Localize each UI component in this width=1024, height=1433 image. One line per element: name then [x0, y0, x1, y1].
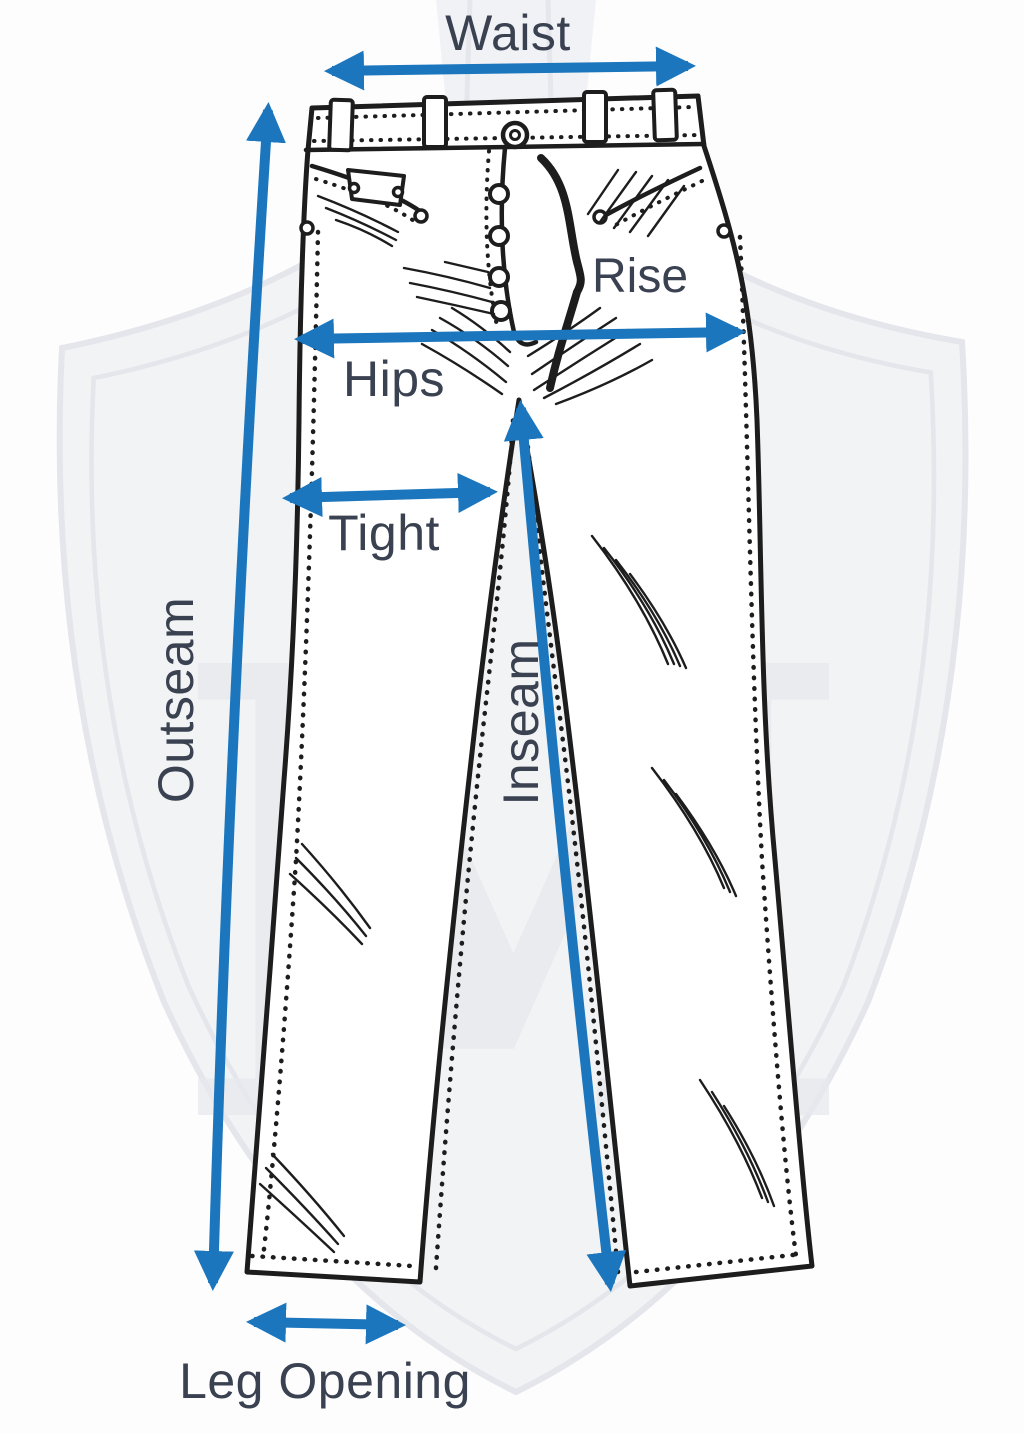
leg-opening-label: Leg Opening — [179, 1353, 471, 1409]
hatch-right-pocket — [586, 168, 686, 238]
fly-buttons — [488, 120, 530, 322]
right-pocket-stitch — [610, 179, 704, 229]
rivet — [391, 185, 405, 199]
rise-label: Rise — [592, 250, 688, 303]
belt-loop — [422, 95, 448, 149]
belt-loop — [651, 87, 679, 143]
waist-button-center — [509, 129, 521, 141]
inseam-label: Inseam — [493, 639, 549, 806]
tight-arrow — [282, 472, 498, 518]
leg-opening-arrow — [246, 1302, 406, 1345]
rivet — [299, 220, 315, 236]
waistband-stitch-top — [316, 105, 696, 120]
rivet — [413, 208, 429, 224]
hips-arrow — [294, 312, 746, 359]
rivet — [347, 181, 361, 195]
tight-label: Tight — [328, 505, 440, 561]
waist-label: Waist — [445, 5, 571, 61]
right-hem-stitch — [633, 1251, 805, 1275]
belt-loop — [327, 97, 355, 153]
rivet — [716, 223, 732, 239]
hatch-right-shin — [698, 1078, 776, 1208]
outseam-label: Outseam — [148, 597, 204, 803]
belt-loop — [582, 90, 608, 144]
button — [488, 183, 510, 205]
left-inseam-stitch — [433, 417, 516, 1271]
right-outseam-stitch — [737, 234, 799, 1259]
measurement-labels: Waist Rise Hips Tight Outseam Inseam Leg… — [148, 5, 688, 1409]
hatch-left-fly — [402, 260, 496, 316]
hatch-right-thigh — [590, 534, 688, 670]
hips-label: Hips — [343, 351, 445, 407]
hatch-right-calf — [650, 766, 738, 898]
button — [488, 225, 510, 247]
measurement-arrows — [193, 46, 746, 1345]
outseam-arrow — [193, 102, 286, 1291]
button — [490, 300, 512, 322]
waist-arrow — [324, 46, 696, 91]
hatch-left-pocket — [316, 194, 400, 248]
left-outseam-stitch — [260, 229, 321, 1261]
inseam-arrow — [503, 400, 627, 1292]
button — [488, 266, 510, 288]
waistband-stitch-bottom — [312, 133, 702, 143]
jeans-drawing — [244, 87, 815, 1289]
right-pocket-curve — [601, 165, 703, 219]
hatch-left-knee — [288, 842, 372, 946]
